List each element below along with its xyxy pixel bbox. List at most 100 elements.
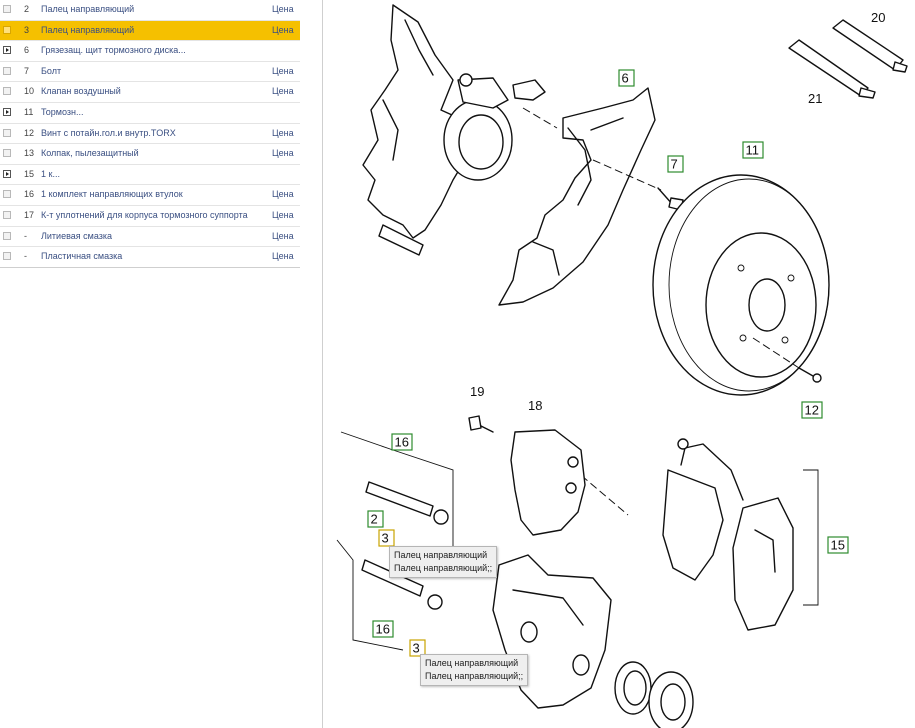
price-link[interactable]: Цена [272, 148, 294, 159]
caliper-seal-ring[interactable] [614, 661, 652, 715]
part-number: 3 [24, 24, 30, 35]
callout-7[interactable]: 7 [667, 155, 684, 173]
price-link[interactable]: Цена [272, 230, 294, 241]
bracket-lines-16b [336, 539, 404, 651]
callout-3-top[interactable]: 3 [378, 529, 395, 547]
callout-21: 21 [808, 91, 822, 106]
checkbox[interactable] [3, 87, 11, 96]
brake-pad-inner[interactable] [662, 438, 744, 581]
part-name-link[interactable]: Грязезащ. щит тормозного диска... [41, 45, 186, 56]
bolt-19[interactable] [468, 415, 494, 433]
svg-text:19: 19 [470, 384, 484, 399]
checkbox[interactable] [3, 66, 11, 75]
checkbox[interactable] [3, 231, 11, 240]
callout-12[interactable]: 12 [801, 401, 823, 419]
tooltip-line-2: Палец направляющий;; [425, 671, 524, 681]
svg-text:3: 3 [413, 641, 420, 656]
part-row[interactable]: 2 Палец направляющий Цена [0, 0, 300, 21]
part-name-link[interactable]: Литиевая смазка [41, 230, 113, 241]
part-number: 11 [24, 106, 34, 117]
part-row[interactable]: - Пластичная смазка Цена [0, 247, 300, 268]
part-row[interactable]: 3 Палец направляющий Цена [0, 20, 300, 42]
price-link[interactable]: Цена [272, 189, 294, 200]
part-name-link[interactable]: Винт с потайн.гол.и внутр.TORX [41, 127, 176, 138]
svg-text:3: 3 [382, 531, 389, 546]
exploded-parts-diagram: .ln { fill: none; stroke: #111; stroke-w… [336, 4, 908, 728]
part-name-link[interactable]: Клапан воздушный [41, 86, 121, 97]
callout-3-bottom[interactable]: 3 [409, 639, 426, 657]
part-number: 13 [24, 148, 35, 159]
price-link[interactable]: Цена [272, 209, 294, 220]
guide-pin-3[interactable] [361, 559, 443, 610]
guide-line-knuckle-shield [522, 107, 558, 129]
callout-11[interactable]: 11 [742, 141, 764, 159]
checkbox[interactable] [3, 210, 11, 219]
part-name-link[interactable]: 1 к... [41, 168, 60, 179]
part-number: 2 [24, 4, 30, 14]
callout-15[interactable]: 15 [827, 536, 849, 554]
callout-2[interactable]: 2 [367, 510, 384, 528]
part-row[interactable]: 6 Грязезащ. щит тормозного диска... [0, 41, 300, 62]
brake-disc[interactable] [652, 174, 830, 396]
part-name-link[interactable]: Болт [41, 65, 62, 76]
checkbox[interactable] [3, 190, 11, 199]
part-number: - [24, 251, 27, 262]
grease-tube-20[interactable] [832, 19, 908, 73]
callout-16-top[interactable]: 16 [391, 433, 413, 451]
checkbox[interactable] [3, 149, 11, 158]
part-name-link[interactable]: К-т уплотнений для корпуса тормозного су… [41, 209, 248, 220]
svg-text:16: 16 [395, 435, 409, 450]
checkbox[interactable] [3, 25, 11, 34]
callout-6[interactable]: 6 [618, 69, 635, 87]
guide-line-shield-bolt [592, 159, 662, 191]
brake-dust-shield[interactable] [498, 87, 656, 306]
price-link[interactable]: Цена [272, 86, 294, 97]
price-link[interactable]: Цена [272, 65, 294, 76]
tooltip-guide-pin-bottom: Палец направляющий Палец направляющий;; [420, 654, 529, 686]
checkbox[interactable] [3, 128, 11, 137]
svg-text:6: 6 [622, 71, 629, 86]
steering-knuckle[interactable] [362, 4, 546, 256]
piston-seal[interactable] [648, 671, 694, 728]
checkbox[interactable] [3, 5, 11, 13]
grease-tube-21[interactable] [788, 39, 876, 99]
svg-text:11: 11 [746, 143, 760, 158]
guide-pin-2[interactable] [365, 481, 449, 525]
price-link[interactable]: Цена [272, 251, 294, 262]
expand-icon[interactable] [3, 107, 11, 116]
part-name-link[interactable]: Колпак, пылезащитный [41, 148, 139, 159]
part-name-link[interactable]: Тормозн... [41, 106, 84, 117]
price-link[interactable]: Цена [272, 24, 294, 35]
expand-icon[interactable] [3, 169, 11, 178]
part-number: 6 [24, 45, 30, 56]
part-name-link[interactable]: Пластичная смазка [41, 251, 123, 262]
torx-screw-12[interactable] [798, 367, 822, 383]
caliper-bracket-18[interactable] [510, 429, 586, 536]
expand-icon[interactable] [3, 46, 11, 55]
price-link[interactable]: Цена [272, 4, 294, 14]
panel-divider [322, 0, 323, 728]
disc-screw-guide-line [752, 337, 800, 369]
part-name-link[interactable]: Палец направляющий [41, 24, 135, 35]
checkbox[interactable] [3, 252, 11, 261]
callout-16-bottom[interactable]: 16 [372, 620, 394, 638]
part-row[interactable]: 11 Тормозн... [0, 103, 300, 124]
svg-text:15: 15 [831, 538, 845, 553]
svg-text:18: 18 [528, 398, 542, 413]
part-name-link[interactable]: 1 комплект направляющих втулок [41, 189, 183, 200]
brake-pad-outer[interactable] [732, 497, 794, 631]
callout-19: 19 [470, 384, 484, 399]
part-row[interactable]: 13 Колпак, пылезащитный Цена [0, 144, 300, 165]
price-link[interactable]: Цена [272, 127, 294, 138]
svg-text:20: 20 [871, 10, 885, 25]
part-name-link[interactable]: Палец направляющий [41, 4, 135, 14]
tooltip-line-2: Палец направляющий;; [394, 563, 493, 573]
tooltip-line-1: Палец направляющий [394, 550, 488, 560]
